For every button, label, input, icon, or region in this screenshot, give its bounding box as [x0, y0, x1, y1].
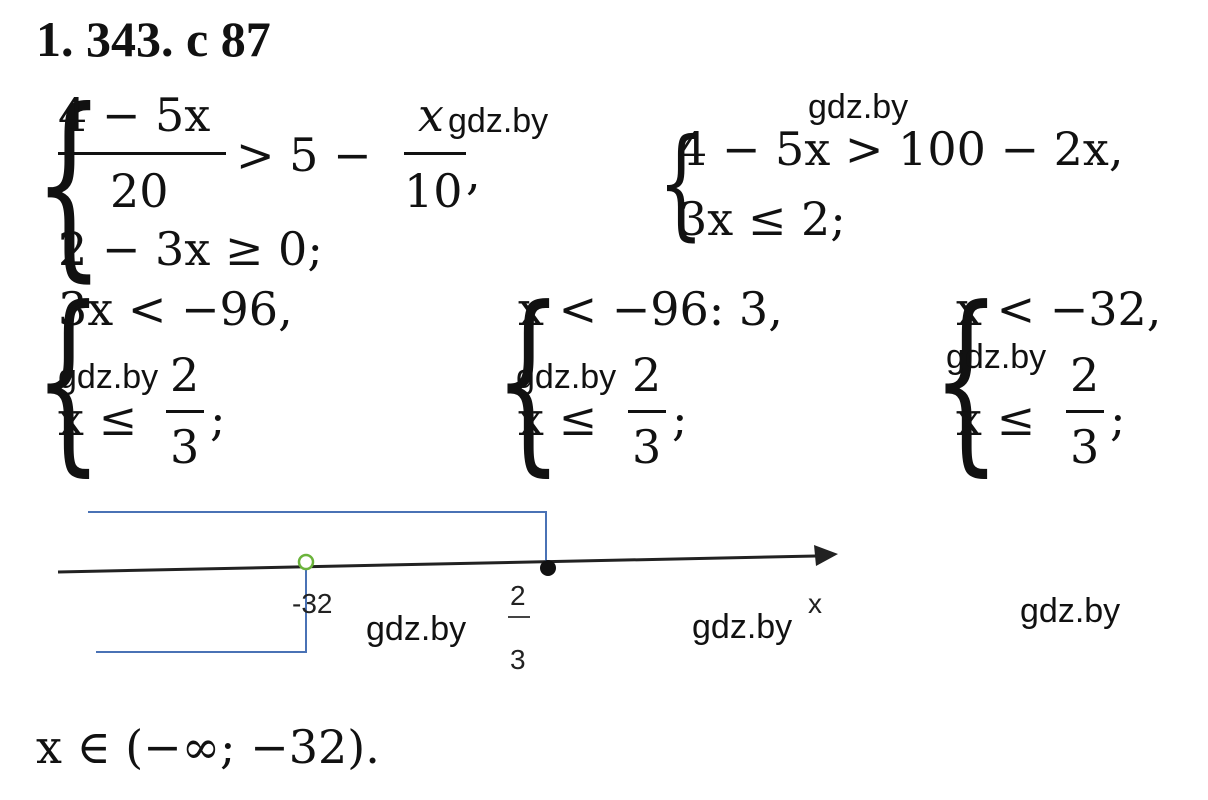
fraction-bar: [1066, 410, 1104, 413]
brace: {: [34, 67, 104, 300]
semicolon: ;: [1110, 392, 1126, 446]
fraction-numerator: 2: [1070, 348, 1100, 402]
problem-title: 1. 343. с 87: [36, 11, 271, 67]
inequality-line: 3x < −96,: [58, 282, 293, 336]
fraction-denominator: 20: [110, 164, 169, 218]
watermark: gdz.by: [448, 102, 549, 140]
inequality-lhs: x ≤: [518, 392, 598, 446]
semicolon: ;: [672, 392, 688, 446]
fraction-denominator: 3: [632, 420, 662, 474]
fraction-bar: [628, 410, 666, 413]
watermark: gdz.by: [516, 358, 617, 396]
watermark: gdz.by: [366, 610, 467, 648]
axis-arrow-icon: [814, 545, 838, 566]
solution-bracket-upper: [88, 511, 547, 566]
brace: {: [494, 266, 563, 494]
axis-label-x: x: [808, 588, 822, 619]
inequality-lhs: x ≤: [58, 392, 138, 446]
fraction-bar: [166, 410, 204, 413]
fraction-numerator: 2: [170, 348, 200, 402]
brace: {: [932, 266, 1001, 494]
inequality-line: 3x ≤ 2;: [678, 192, 846, 246]
watermark: gdz.by: [946, 338, 1047, 376]
fraction-bar: [58, 152, 226, 155]
answer-line: x ∈ (−∞; −32).: [36, 720, 380, 774]
watermark: gdz.by: [1020, 592, 1121, 630]
comma: ,: [466, 146, 481, 200]
fraction-bar: [508, 616, 530, 618]
point-label-denominator: 3: [510, 644, 526, 675]
number-axis: [57, 554, 817, 574]
watermark: gdz.by: [58, 358, 159, 396]
closed-point-icon: [540, 560, 556, 576]
fraction-numerator: x: [418, 88, 444, 142]
inequality-line: x < −96: 3,: [518, 282, 783, 336]
watermark: gdz.by: [808, 88, 909, 126]
fraction-denominator: 3: [1070, 420, 1100, 474]
point-label-minus-32: -32: [292, 588, 333, 619]
inequality-line: 4 − 5x > 100 − 2x,: [678, 122, 1124, 176]
fraction-denominator: 10: [404, 164, 463, 218]
open-point-icon: [297, 553, 315, 571]
inequality-lhs: x ≤: [956, 392, 1036, 446]
brace: {: [34, 266, 103, 494]
solution-bracket-lower: [96, 568, 307, 653]
point-label-numerator: 2: [510, 580, 526, 611]
semicolon: ;: [210, 392, 226, 446]
fraction-numerator: 4 − 5x: [58, 88, 211, 142]
fraction-bar: [404, 152, 466, 155]
inequality-line: x < −32,: [956, 282, 1162, 336]
fraction-numerator: 2: [632, 348, 662, 402]
inequality-line: 2 − 3x ≥ 0;: [58, 222, 323, 276]
fraction-denominator: 3: [170, 420, 200, 474]
inequality-rhs-text: > 5 −: [236, 128, 372, 182]
brace: {: [658, 114, 704, 253]
watermark: gdz.by: [692, 608, 793, 646]
